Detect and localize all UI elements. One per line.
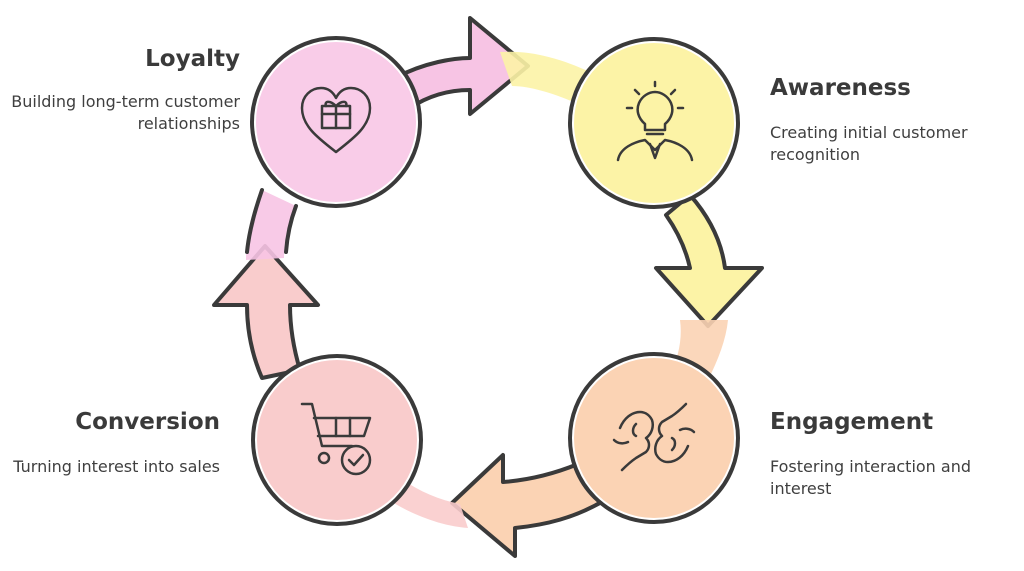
conversion-description: Turning interest into sales <box>13 457 220 476</box>
lightbulb-person-icon <box>616 80 694 162</box>
engagement-description: Fostering interaction and interest <box>770 457 971 498</box>
awareness-label-group: Awareness Creating initial customer reco… <box>770 74 1010 166</box>
arrow-loyalty-to-awareness <box>393 16 590 116</box>
engagement-label-group: Engagement Fostering interaction and int… <box>770 408 1010 500</box>
arrow-awareness-to-engagement <box>654 193 764 380</box>
awareness-node <box>568 37 740 209</box>
loyalty-label-group: Loyalty Building long-term customer rela… <box>0 45 240 135</box>
engagement-node <box>568 352 740 524</box>
conversion-label-group: Conversion Turning interest into sales <box>0 408 220 478</box>
awareness-title: Awareness <box>770 75 911 101</box>
engagement-title: Engagement <box>770 409 934 435</box>
loyalty-description: Building long-term customer relationship… <box>11 92 240 133</box>
cart-check-icon <box>300 402 372 476</box>
loyalty-node <box>250 36 422 208</box>
conversion-title: Conversion <box>75 409 220 435</box>
heart-gift-icon <box>300 86 372 154</box>
awareness-description: Creating initial customer recognition <box>770 123 968 164</box>
arrow-engagement-to-conversion <box>392 453 607 558</box>
fist-bump-icon <box>612 402 696 472</box>
arrow-conversion-to-loyalty <box>212 188 320 380</box>
loyalty-title: Loyalty <box>145 46 240 72</box>
conversion-node <box>251 354 423 526</box>
